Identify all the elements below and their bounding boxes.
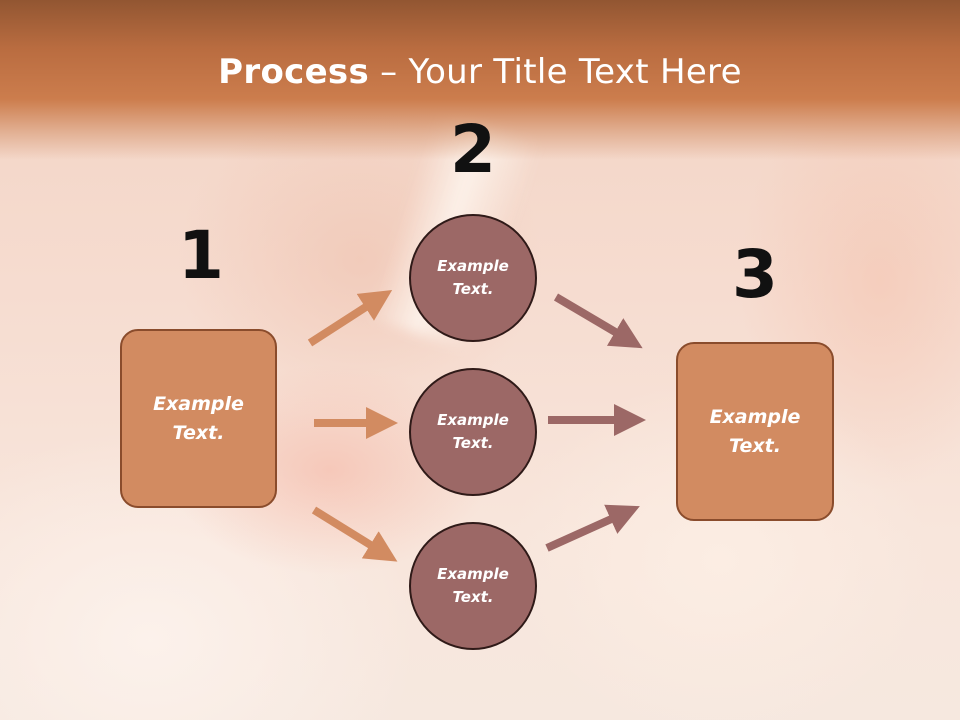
step-2-number: 2 bbox=[450, 111, 496, 188]
step-2-circle-bottom[interactable]: Example Text. bbox=[409, 522, 537, 650]
step-2-circle-top-text: Example Text. bbox=[437, 257, 509, 298]
arrow-1-to-2c bbox=[311, 506, 398, 562]
step-1-number: 1 bbox=[178, 217, 224, 294]
arrow-1-to-2a bbox=[307, 289, 393, 347]
step-2-circle-bottom-text: Example Text. bbox=[437, 565, 509, 606]
step-2-circle-middle-text: Example Text. bbox=[437, 411, 509, 452]
step-3-number: 3 bbox=[732, 236, 778, 313]
step-1-text: Example Text. bbox=[153, 392, 244, 444]
step-3-box[interactable]: Example Text. bbox=[676, 342, 834, 521]
arrow-2c-to-3 bbox=[545, 504, 640, 552]
step-2-circle-top[interactable]: Example Text. bbox=[409, 214, 537, 342]
step-3-text: Example Text. bbox=[709, 405, 801, 457]
slide-title[interactable]: Process – Your Title Text Here bbox=[0, 52, 960, 92]
title-bold-part: Process bbox=[218, 52, 370, 92]
step-1-box[interactable]: Example Text. bbox=[120, 329, 277, 508]
title-band bbox=[0, 0, 960, 160]
step-2-circle-middle[interactable]: Example Text. bbox=[409, 368, 537, 496]
title-rest-part: – Your Title Text Here bbox=[369, 52, 742, 92]
arrow-2a-to-3 bbox=[553, 293, 643, 349]
